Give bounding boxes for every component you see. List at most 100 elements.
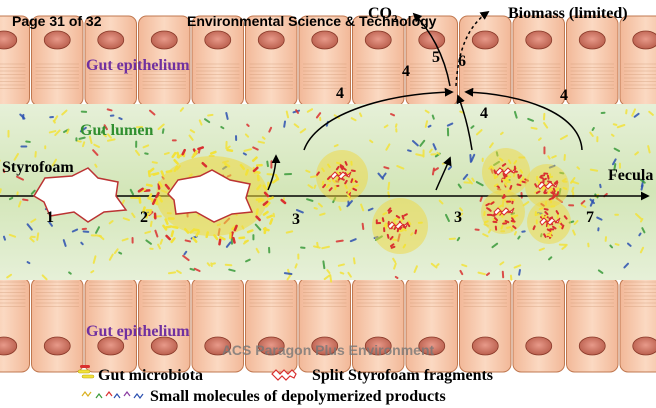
lumen-particle bbox=[48, 221, 53, 227]
lumen-particle bbox=[93, 143, 100, 148]
lumen-particle bbox=[6, 273, 13, 279]
lumen-particle bbox=[600, 111, 606, 115]
lumen-particle bbox=[597, 269, 604, 274]
biomass-label: Biomass (limited) bbox=[508, 5, 628, 22]
lumen-particle bbox=[530, 126, 538, 130]
lumen-particle bbox=[300, 246, 306, 249]
lumen-particle bbox=[134, 149, 141, 156]
lumen-particle bbox=[319, 116, 322, 122]
styrofoam-piece-intact bbox=[32, 167, 128, 223]
lumen-particle bbox=[489, 142, 494, 149]
lumen-particle bbox=[95, 226, 101, 234]
lumen-particle bbox=[246, 123, 250, 127]
microbe bbox=[181, 148, 186, 156]
lumen-particle bbox=[618, 162, 621, 169]
microbe bbox=[151, 198, 157, 206]
lumen-particle bbox=[457, 183, 462, 189]
microbe bbox=[269, 218, 274, 225]
lumen-particle bbox=[522, 201, 530, 207]
lumen-particle bbox=[313, 207, 318, 210]
epithelial-cell bbox=[459, 277, 512, 373]
lumen-particle bbox=[360, 203, 365, 212]
lumen-particle bbox=[149, 220, 153, 228]
lumen-particle bbox=[245, 258, 251, 263]
lumen-particle bbox=[462, 173, 469, 180]
microbe bbox=[263, 191, 270, 198]
lumen-particle bbox=[433, 167, 439, 172]
lumen-particle bbox=[614, 213, 619, 216]
lumen-particle bbox=[626, 242, 632, 247]
lumen-particle bbox=[346, 200, 353, 208]
lumen-particle bbox=[66, 128, 70, 135]
microbe bbox=[162, 224, 168, 231]
lumen-particle bbox=[456, 236, 461, 242]
lumen-particle bbox=[471, 177, 475, 183]
lumen-particle bbox=[154, 229, 159, 238]
lumen-particle bbox=[337, 263, 345, 267]
lumen-particle bbox=[306, 198, 314, 202]
styrofoam-fragments bbox=[316, 148, 571, 254]
lumen-particle bbox=[415, 153, 424, 157]
microbe bbox=[191, 152, 197, 159]
lumen-particle bbox=[479, 196, 483, 202]
microbe bbox=[153, 212, 157, 220]
lumen-particle bbox=[448, 237, 456, 240]
lumen-particle bbox=[49, 115, 54, 119]
lumen-particle bbox=[634, 151, 639, 156]
lumen-particle bbox=[444, 213, 450, 223]
page-number: Page 31 of 32 bbox=[12, 13, 102, 29]
lumen-particle bbox=[266, 160, 269, 168]
step-label: 4 bbox=[402, 63, 410, 80]
step-label: 5 bbox=[432, 49, 440, 66]
lumen-particle bbox=[108, 220, 114, 225]
microbe bbox=[252, 166, 259, 173]
arrow-split-1 bbox=[267, 154, 281, 191]
lumen-particle bbox=[211, 262, 216, 265]
microbe bbox=[155, 191, 160, 199]
lumen-particle bbox=[44, 145, 47, 150]
lumen-particle bbox=[81, 141, 86, 148]
lumen-particle bbox=[16, 175, 24, 181]
microbe bbox=[256, 174, 260, 182]
lumen-particle bbox=[157, 243, 162, 250]
lumen-particle bbox=[639, 246, 645, 254]
lumen-particle bbox=[244, 239, 249, 243]
lumen-particle bbox=[20, 145, 28, 148]
microbe bbox=[148, 167, 155, 173]
lumen-particle bbox=[121, 237, 129, 242]
lumen-particle bbox=[639, 218, 644, 223]
microbe bbox=[209, 150, 217, 155]
lumen-particle bbox=[436, 263, 440, 267]
epithelial-cell bbox=[566, 15, 619, 107]
microbe bbox=[145, 211, 148, 219]
lumen-particle bbox=[419, 139, 426, 147]
lumen-particle bbox=[604, 236, 608, 242]
microbe bbox=[205, 231, 210, 239]
lumen-particle bbox=[518, 269, 521, 276]
lumen-particle bbox=[430, 153, 437, 156]
epithelial-cell bbox=[245, 15, 298, 107]
lumen-particle bbox=[469, 154, 472, 163]
lumen-particle bbox=[572, 229, 576, 236]
lumen-particle bbox=[54, 129, 61, 137]
lumen-particle bbox=[225, 140, 228, 150]
styrofoam-piece-colonized bbox=[137, 146, 287, 246]
microbe bbox=[255, 215, 261, 222]
lumen-particle bbox=[422, 149, 425, 158]
lumen-particle bbox=[179, 107, 185, 112]
microbe bbox=[171, 225, 179, 230]
lumen-particle bbox=[558, 243, 568, 246]
lumen-particle bbox=[381, 172, 387, 179]
lumen-particle bbox=[17, 200, 22, 208]
lumen-particle bbox=[625, 109, 628, 115]
epithelial-cell bbox=[31, 15, 84, 107]
microbe bbox=[257, 198, 265, 203]
lumen-particle bbox=[513, 264, 522, 269]
epithelial-cell bbox=[352, 277, 405, 373]
step-label: 3 bbox=[292, 211, 300, 228]
microbe bbox=[228, 232, 232, 240]
lumen-particle bbox=[322, 260, 326, 270]
lumen-particle bbox=[580, 203, 587, 208]
microbe bbox=[219, 235, 226, 241]
lumen-particle bbox=[447, 165, 453, 171]
